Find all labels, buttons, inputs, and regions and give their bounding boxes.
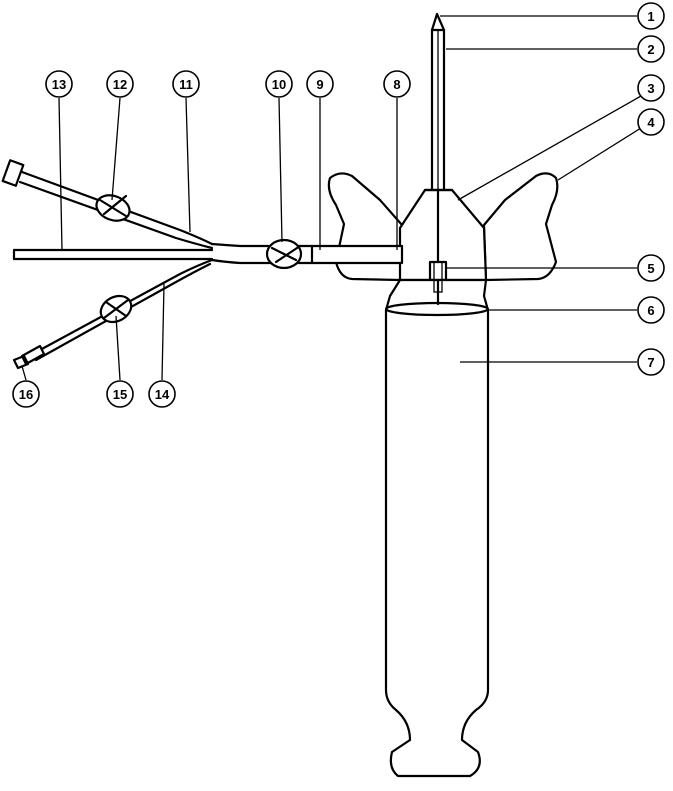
leader-16 <box>21 365 27 381</box>
callout-16-label: 16 <box>19 387 33 402</box>
callout-2-label: 2 <box>647 42 654 57</box>
callout-9-label: 9 <box>316 77 323 92</box>
callout-10-label: 10 <box>272 77 286 92</box>
device-drawing <box>1 12 559 778</box>
callout-14-label: 14 <box>155 387 170 402</box>
callout-16: 16 <box>12 380 40 408</box>
callout-1: 1 <box>637 2 665 30</box>
callout-11: 11 <box>172 70 200 98</box>
syringe-body <box>384 261 490 778</box>
tubing-branches <box>1 159 314 370</box>
callout-13-label: 13 <box>52 77 66 92</box>
leader-4 <box>557 127 642 181</box>
callouts: 1 2 3 4 5 6 7 8 <box>12 2 665 408</box>
callout-7-label: 7 <box>647 355 654 370</box>
leader-3 <box>457 95 642 201</box>
callout-4: 4 <box>637 108 665 136</box>
callout-7: 7 <box>637 348 665 376</box>
callout-8-label: 8 <box>393 77 400 92</box>
callout-14: 14 <box>148 380 176 408</box>
leader-10 <box>278 97 283 243</box>
callout-11-label: 11 <box>179 77 193 92</box>
leader-11 <box>185 97 191 233</box>
callout-3: 3 <box>637 74 665 102</box>
callout-12-label: 12 <box>113 77 127 92</box>
needle <box>430 12 446 192</box>
callout-10: 10 <box>265 70 293 98</box>
callout-5-label: 5 <box>647 261 654 276</box>
leader-lines <box>21 15 642 381</box>
callout-9: 9 <box>306 70 334 98</box>
callout-15: 15 <box>106 380 134 408</box>
callout-3-label: 3 <box>647 81 654 96</box>
callout-4-label: 4 <box>647 115 655 130</box>
callout-8: 8 <box>383 70 411 98</box>
leader-14 <box>161 283 165 381</box>
leader-12 <box>111 97 121 201</box>
leader-15 <box>115 315 121 381</box>
callout-6-label: 6 <box>647 303 654 318</box>
callout-2: 2 <box>637 35 665 63</box>
callout-6: 6 <box>637 296 665 324</box>
callout-15-label: 15 <box>113 387 127 402</box>
callout-1-label: 1 <box>647 9 654 24</box>
side-port-connector <box>310 244 404 265</box>
leader-13 <box>58 97 63 251</box>
callout-5: 5 <box>637 254 665 282</box>
callout-12: 12 <box>106 70 134 98</box>
callout-13: 13 <box>45 70 73 98</box>
